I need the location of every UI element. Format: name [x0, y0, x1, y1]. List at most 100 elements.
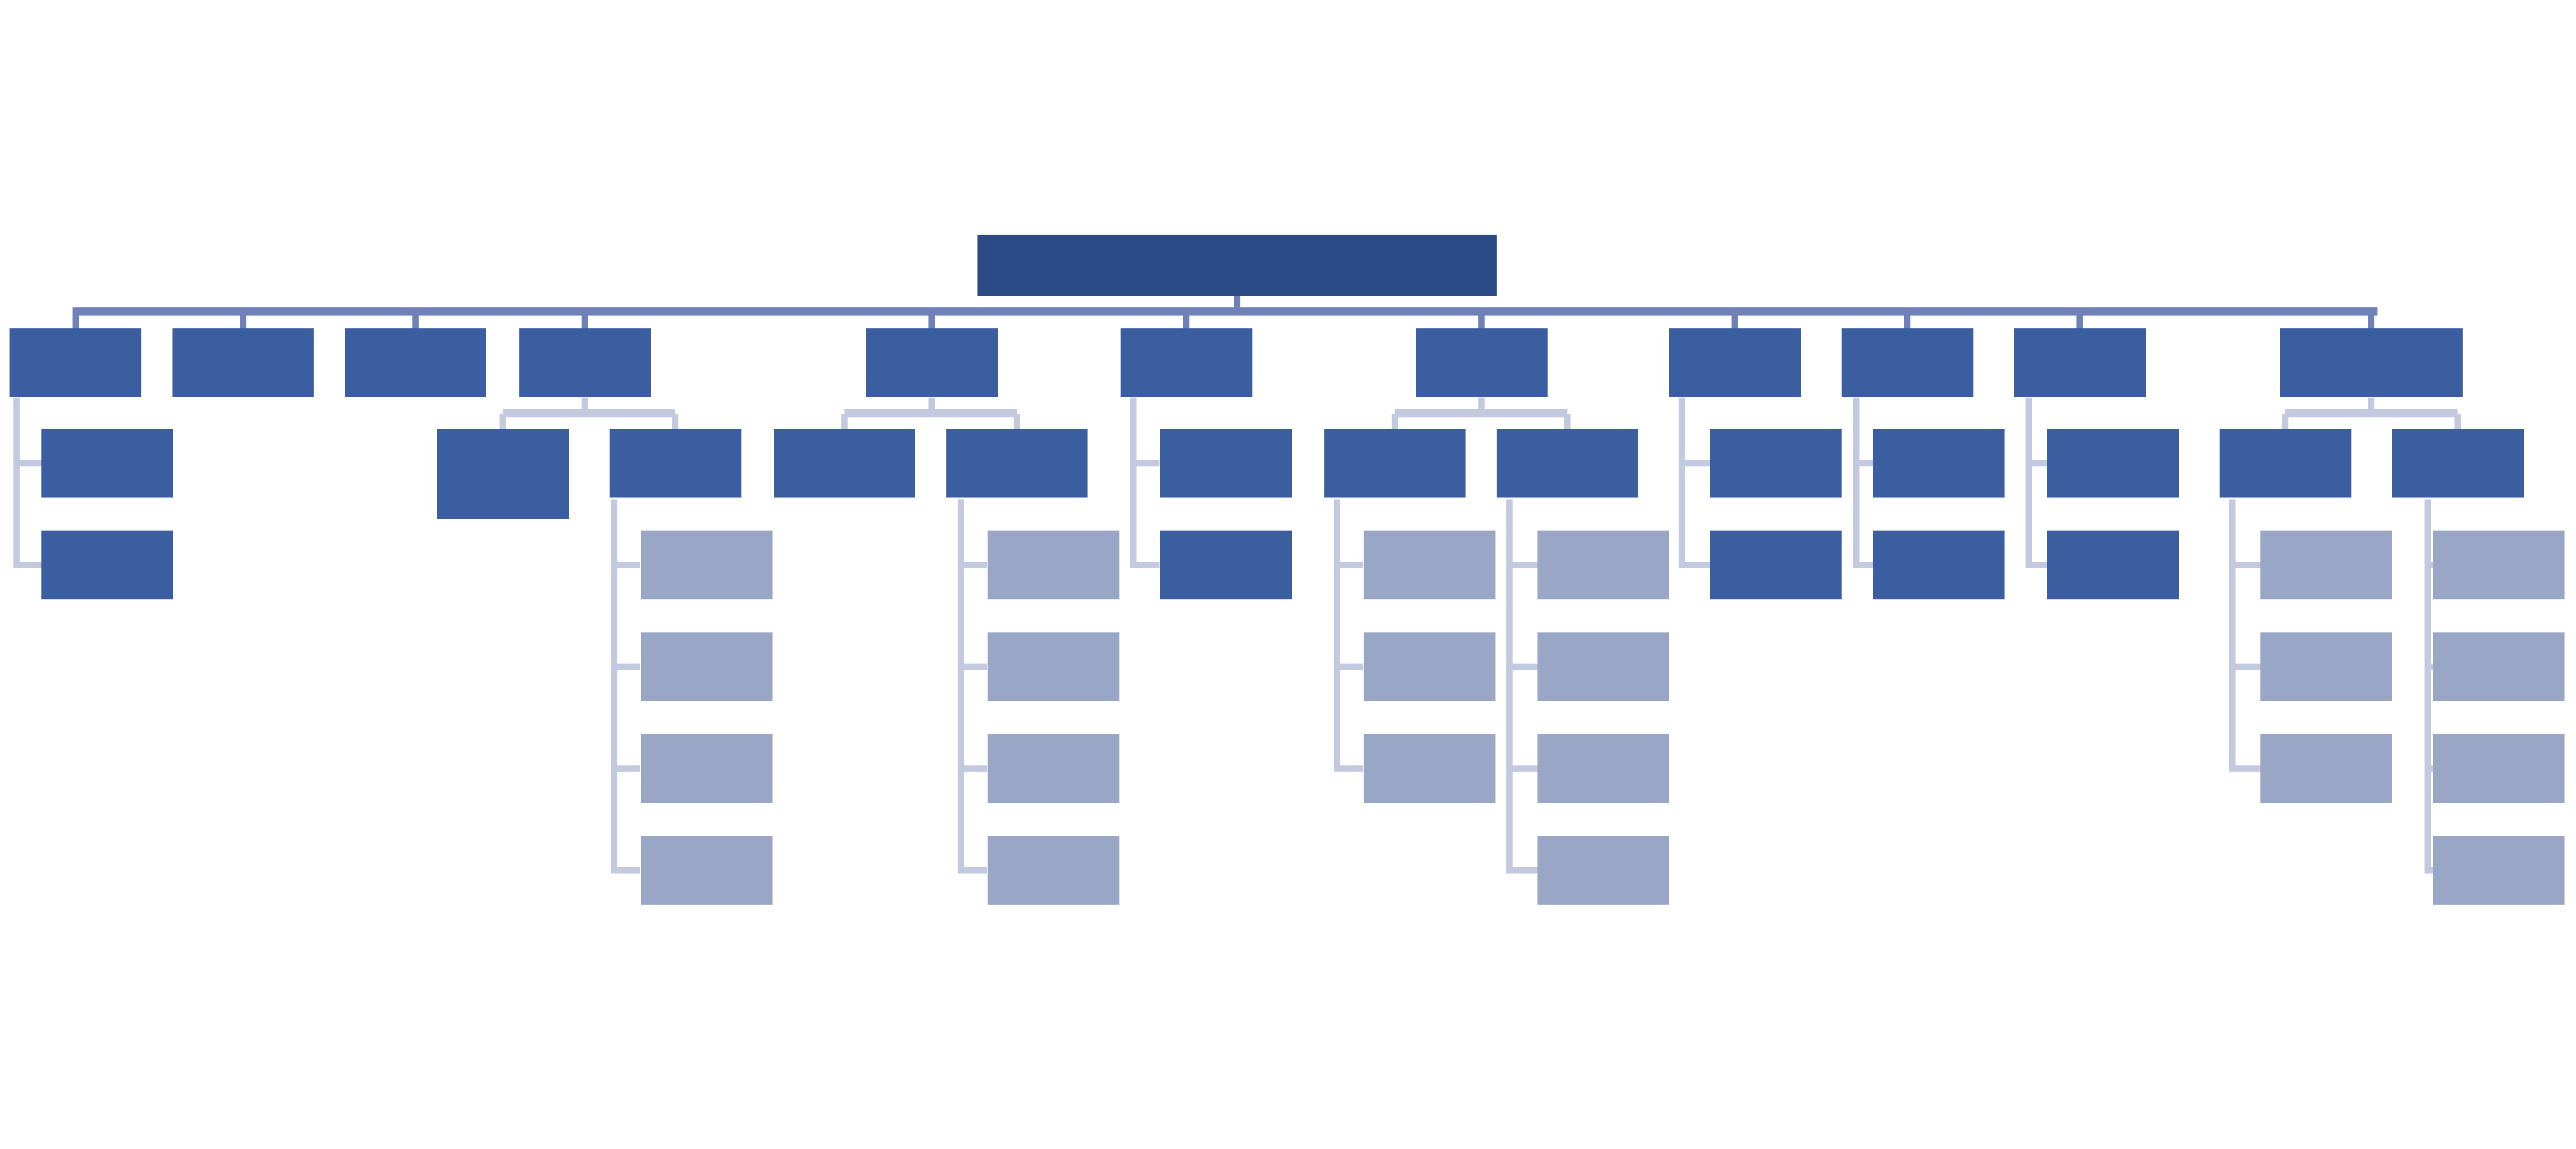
role-node [1537, 531, 1669, 599]
role-node [1537, 836, 1669, 905]
connector-line [611, 664, 640, 670]
role-node [2260, 632, 2392, 701]
connector-line [2425, 499, 2431, 870]
role-node [2433, 836, 2565, 905]
connector-line [582, 398, 588, 411]
team-node [2047, 531, 2179, 599]
role-node [1364, 632, 1495, 701]
team-node [437, 429, 569, 519]
connector-line [2026, 460, 2047, 466]
role-node [1364, 734, 1495, 803]
team-node [1160, 531, 1292, 599]
connector-line [958, 562, 987, 568]
connector-line [1392, 414, 1398, 429]
connector-line [73, 307, 2377, 316]
connector-line [1334, 664, 1363, 670]
connector-line [2368, 398, 2374, 411]
role-node [641, 734, 773, 803]
connector-line [1478, 312, 1485, 329]
connector-line [240, 312, 246, 329]
connector-line [1732, 312, 1738, 329]
connector-line [1506, 562, 1537, 568]
role-node [2433, 632, 2565, 701]
connector-line [2425, 765, 2433, 772]
role-node [988, 632, 1119, 701]
connector-line [2076, 312, 2083, 329]
connector-line [958, 867, 987, 874]
connector-line [2454, 414, 2461, 429]
connector-line [1130, 398, 1137, 565]
team-node [1710, 531, 1842, 599]
connector-line [1130, 562, 1159, 568]
connector-line [2229, 765, 2260, 772]
connector-line [611, 765, 640, 772]
connector-line [844, 409, 1017, 417]
connector-line [1334, 562, 1363, 568]
connector-line [1014, 414, 1020, 429]
department-node [345, 328, 486, 397]
connector-line [611, 499, 617, 870]
department-node [172, 328, 314, 397]
connector-line [582, 312, 588, 329]
department-node [519, 328, 651, 397]
connector-line [1853, 398, 1859, 565]
connector-line [1334, 765, 1363, 772]
team-node [1873, 531, 2005, 599]
connector-line [1395, 409, 1567, 417]
connector-line [1478, 398, 1485, 411]
root-node [977, 235, 1497, 296]
connector-line [1679, 398, 1685, 565]
connector-line [841, 414, 848, 429]
connector-line [2229, 664, 2260, 670]
connector-line [1679, 562, 1710, 568]
connector-line [1183, 312, 1189, 329]
connector-line [1853, 562, 1873, 568]
connector-line [2285, 409, 2458, 417]
connector-line [958, 664, 987, 670]
connector-line [2026, 562, 2047, 568]
team-node [946, 429, 1088, 498]
team-node [1497, 429, 1638, 498]
role-node [2433, 531, 2565, 599]
connector-line [2026, 398, 2032, 565]
role-node [1537, 734, 1669, 803]
department-node [2014, 328, 2146, 397]
connector-line [412, 312, 419, 329]
connector-line [2425, 867, 2433, 874]
connector-line [2425, 664, 2433, 670]
connector-line [672, 414, 678, 429]
department-node [1121, 328, 1252, 397]
connector-line [1564, 414, 1571, 429]
role-node [2433, 734, 2565, 803]
connector-line [1506, 765, 1537, 772]
team-node [2047, 429, 2179, 498]
role-node [1364, 531, 1495, 599]
connector-line [1506, 867, 1537, 874]
connector-line [1334, 499, 1340, 769]
connector-line [1234, 296, 1240, 309]
connector-line [13, 398, 20, 565]
role-node [641, 836, 773, 905]
department-node [1842, 328, 1973, 397]
department-node [10, 328, 141, 397]
team-node [41, 531, 173, 599]
role-node [988, 836, 1119, 905]
role-node [2260, 531, 2392, 599]
connector-line [1853, 460, 1873, 466]
connector-line [1904, 312, 1910, 329]
connector-line [958, 765, 987, 772]
connector-line [2425, 562, 2433, 568]
role-node [2260, 734, 2392, 803]
department-node [1669, 328, 1801, 397]
team-node [1710, 429, 1842, 498]
connector-line [2282, 414, 2288, 429]
connector-line [1130, 460, 1159, 466]
team-node [1160, 429, 1292, 498]
connector-line [928, 312, 935, 329]
role-node [1537, 632, 1669, 701]
connector-line [1506, 664, 1537, 670]
connector-line [611, 867, 640, 874]
connector-line [958, 499, 964, 870]
connector-line [928, 398, 935, 411]
